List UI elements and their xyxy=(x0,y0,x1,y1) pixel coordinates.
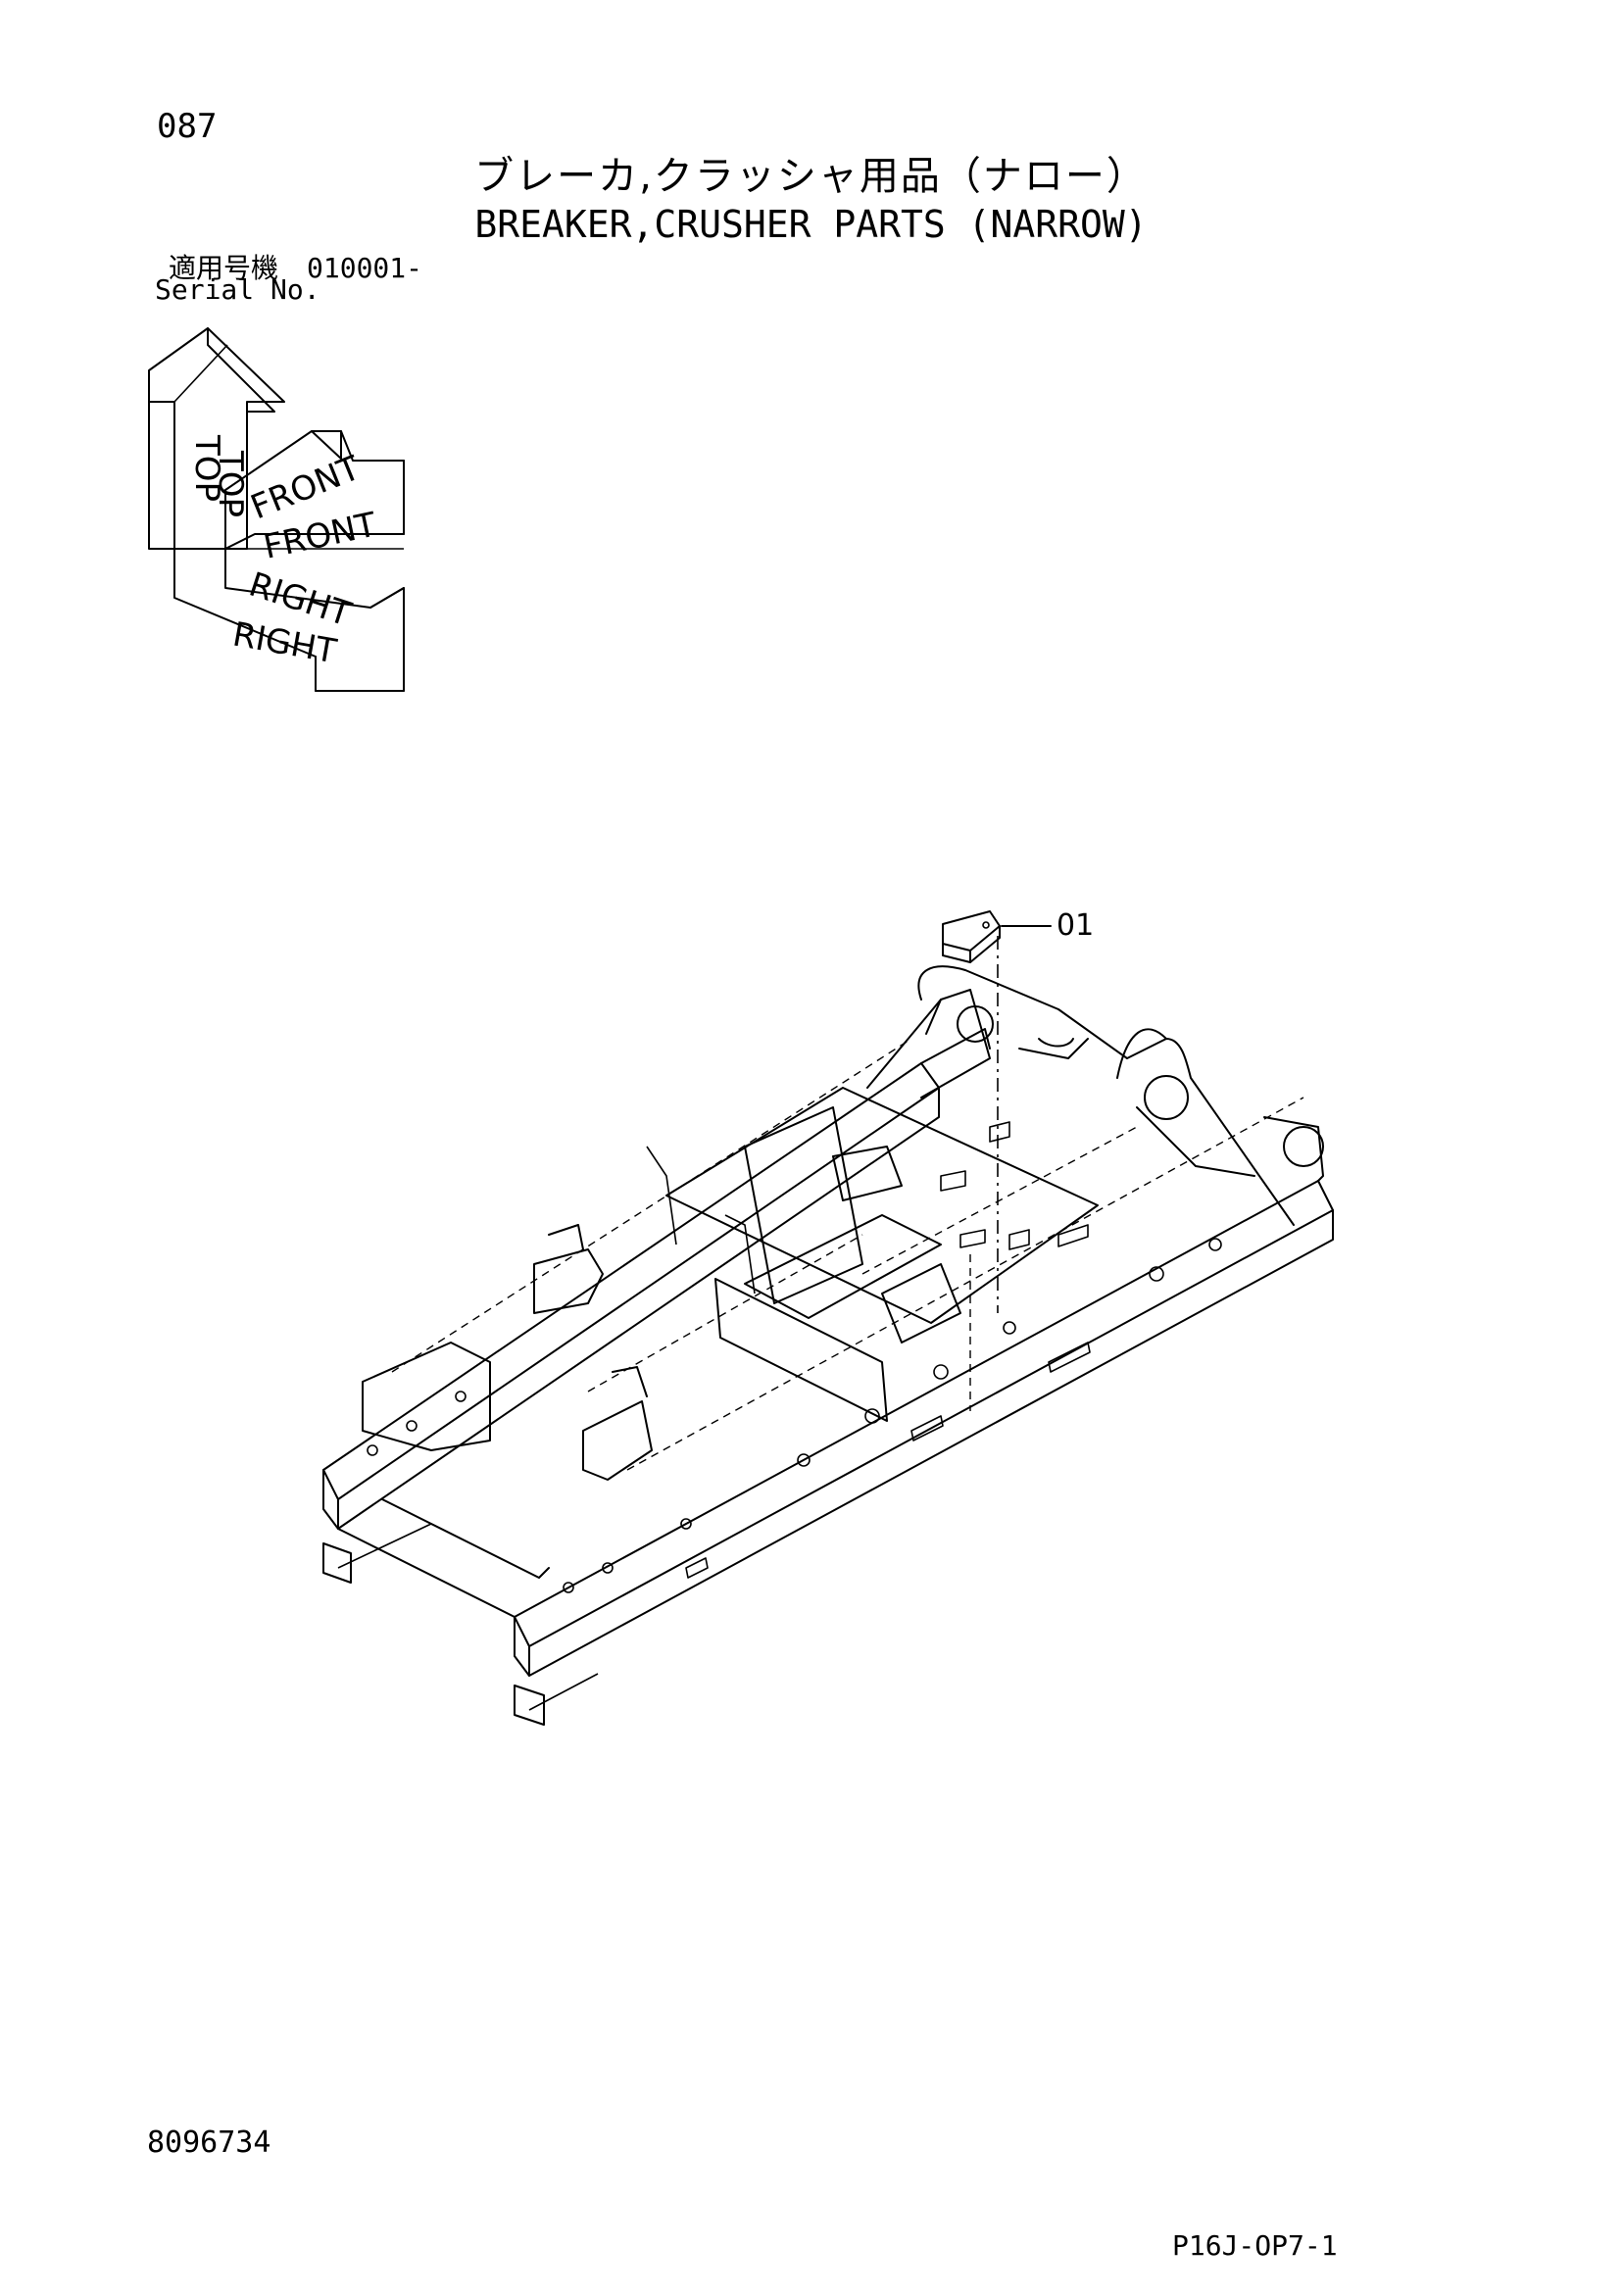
serial-label-jp: 適用号機 xyxy=(169,252,279,284)
page-title-jp: ブレーカ,クラッシャ用品（ナロー） xyxy=(474,154,1148,199)
top-arrow-icon: TOP TOP xyxy=(148,327,285,550)
serial-label-en: Serial No. xyxy=(155,273,320,306)
frame-assembly-drawing xyxy=(322,965,1334,1726)
drawing-code: 8096734 xyxy=(147,2125,271,2160)
front-arrow-icon: FRONT FRONT xyxy=(224,430,405,567)
page-title-en: BREAKER,CRUSHER PARTS (NARROW) xyxy=(474,203,1148,246)
serial-number-value: 010001- xyxy=(307,252,423,284)
callout-label-01: 01 xyxy=(1057,908,1095,943)
top-label-shadow: TOP xyxy=(211,450,250,517)
page-number: 087 xyxy=(157,107,218,146)
orientation-indicator: TOP TOP FRONT FRONT RIGHT RIGHT xyxy=(148,327,405,692)
page-code: P16J-OP7-1 xyxy=(1172,2229,1338,2262)
right-arrow-icon: RIGHT RIGHT xyxy=(173,548,405,692)
top-label: TOP xyxy=(187,434,226,502)
part-01-plate xyxy=(942,910,1001,963)
